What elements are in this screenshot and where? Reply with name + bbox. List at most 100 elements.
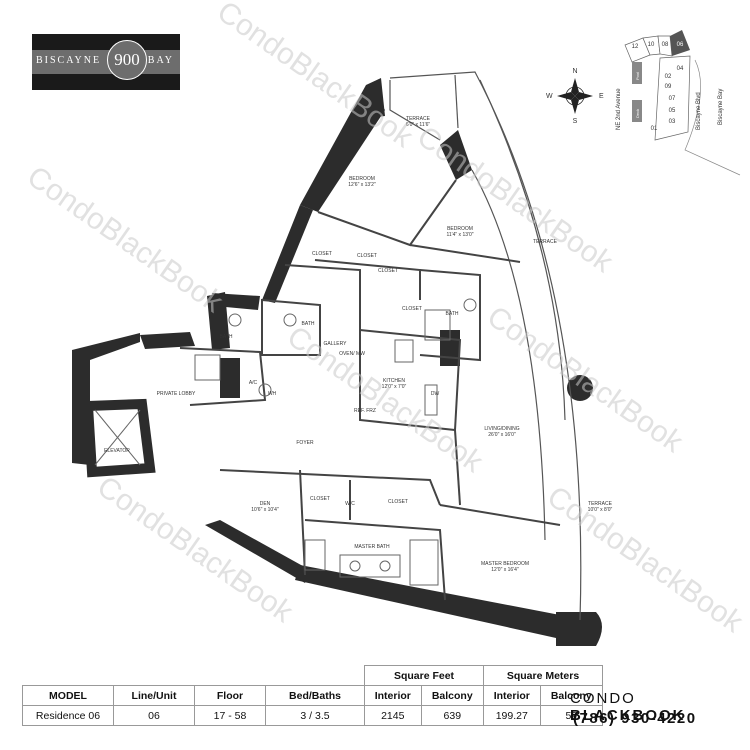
bedroom-1-label: BEDROOM <box>349 176 375 182</box>
wall-bath-top <box>212 293 260 310</box>
den-dims: 10'6" x 10'4" <box>251 507 279 513</box>
site-unit-06 <box>670 30 690 56</box>
bedroom-2-dims: 11'4" x 13'0" <box>446 232 473 238</box>
vanity <box>339 554 401 578</box>
master-bedroom-label: MASTER BEDROOM <box>481 561 529 567</box>
site-label-06: 06 <box>677 42 684 48</box>
closet-4-label: CLOSET <box>402 306 422 312</box>
wall-closet2 <box>284 264 361 330</box>
logo-text-right: BAY <box>147 55 174 66</box>
site-label-09: 09 <box>665 84 672 90</box>
terrace-bottom-label: TERRACE <box>588 501 613 507</box>
living-label: LIVING/DINING <box>484 426 519 432</box>
col-floor: Floor <box>194 685 266 706</box>
cell-sqm-interior: 199.27 <box>483 705 541 726</box>
fixtures <box>94 298 477 586</box>
bath-1-label: BATH <box>220 334 233 340</box>
logo-band <box>32 50 180 74</box>
den-label: DEN <box>260 501 271 507</box>
wall-diagonal <box>262 205 313 303</box>
site-deck-label: Deck <box>635 109 640 118</box>
terrace-outer-edge <box>389 71 582 621</box>
shower-1 <box>194 354 221 381</box>
closet-2-label: CLOSET <box>357 253 377 259</box>
brand-blackbook: BLACKBOOK <box>570 707 686 724</box>
master-bath-label: MASTER BATH <box>354 544 390 550</box>
master-bedroom-dims: 12'0" x 16'4" <box>491 567 519 573</box>
shower <box>409 539 439 586</box>
unit-spec-table: Square Feet Square Meters MODEL Line/Uni… <box>22 665 604 726</box>
col-sqft-balcony: Balcony <box>420 685 485 706</box>
wall-lobby-top <box>140 332 195 349</box>
logo-text-left: BISCAYNE <box>36 55 102 66</box>
site-label-12: 12 <box>632 44 639 50</box>
group-header-sqft: Square Feet <box>364 665 484 686</box>
site-label-08: 08 <box>662 42 669 48</box>
elevator-label: ELEVATOR <box>104 448 130 454</box>
terrace-top-label: TERRACE <box>406 116 431 122</box>
foyer-label: FOYER <box>296 440 314 446</box>
kitchen-sink <box>424 384 438 416</box>
terrace-top-room <box>389 80 441 141</box>
terrace-bottom-dims: 10'0" x 8'0" <box>588 507 613 513</box>
site-label-03: 03 <box>669 119 676 125</box>
wall-south-terminus <box>556 612 602 646</box>
site-street-ne2: NE 2nd Avenue <box>616 88 622 130</box>
wc-label: W/C <box>345 501 355 507</box>
interior-walls <box>179 179 561 601</box>
terrace-rail <box>471 169 546 541</box>
closet-1-label: CLOSET <box>312 251 332 257</box>
elevator-core-wall <box>82 398 156 478</box>
column <box>567 375 593 401</box>
site-map: 12 10 08 06 04 02 09 07 05 03 01 NE 2nd … <box>616 30 741 176</box>
bedroom-2-label: BEDROOM <box>447 226 473 232</box>
cooktop <box>394 339 414 363</box>
kitchen-dims: 12'0" x 7'0" <box>382 384 407 390</box>
ref-label: REF. FRZ <box>354 408 376 414</box>
closet-6-label: CLOSET <box>388 499 408 505</box>
site-bay: Biscayne Bay <box>718 89 724 125</box>
private-lobby-label: PRIVATE LOBBY <box>157 391 196 397</box>
wh-label: WH <box>268 391 277 397</box>
site-pool-label: Pool <box>635 72 640 80</box>
wall-west <box>72 333 140 465</box>
table-spacer <box>23 666 365 686</box>
cell-sqft-balcony: 639 <box>420 705 485 726</box>
compass-s: S <box>573 118 578 125</box>
biscayne-900-logo: BISCAYNE 900 BAY <box>32 34 180 90</box>
oven-mw-label: OVEN/ MW <box>339 351 365 357</box>
compass-w: W <box>546 93 553 100</box>
bath-3-label: BATH <box>446 311 459 317</box>
terrace-right-label: TERRACE <box>533 239 558 245</box>
exterior-walls <box>72 78 602 646</box>
compass-ring <box>565 86 585 106</box>
toilet-2 <box>283 313 297 327</box>
logo-number: 900 <box>114 50 140 69</box>
compass: N S E W <box>546 68 604 125</box>
sink-1 <box>349 560 361 572</box>
cell-sqm-balcony: 59 <box>539 705 604 726</box>
wall-bedroom2-south <box>409 244 521 263</box>
col-bed-baths: Bed/Baths <box>265 685 365 706</box>
water-heater <box>258 383 272 397</box>
wall-bedrooms <box>317 179 457 247</box>
site-label-05: 05 <box>669 108 676 114</box>
wall-closets <box>314 259 421 300</box>
compass-n: N <box>572 68 577 75</box>
wall-south-2 <box>295 565 565 640</box>
bedroom-1-dims: 12'6" x 13'2" <box>348 182 376 188</box>
logo-circle: 900 <box>107 40 147 80</box>
wall-south-1 <box>205 520 310 583</box>
col-sqft-interior: Interior <box>364 685 422 706</box>
brand-condo: CONDO <box>570 690 636 707</box>
bath-2-walls <box>261 298 321 356</box>
compass-e: E <box>599 93 604 100</box>
terrace-top-divider <box>454 74 459 129</box>
bath-2-label: BATH <box>302 321 315 327</box>
room-labels: TERRACE 6'0" x 11'6" BEDROOM 12'6" x 13'… <box>104 116 613 573</box>
bath-1-walls <box>179 347 267 406</box>
cell-sqft-interior: 2145 <box>364 705 422 726</box>
site-label-02: 02 <box>665 74 672 80</box>
terrace-inner-edge <box>479 79 566 421</box>
